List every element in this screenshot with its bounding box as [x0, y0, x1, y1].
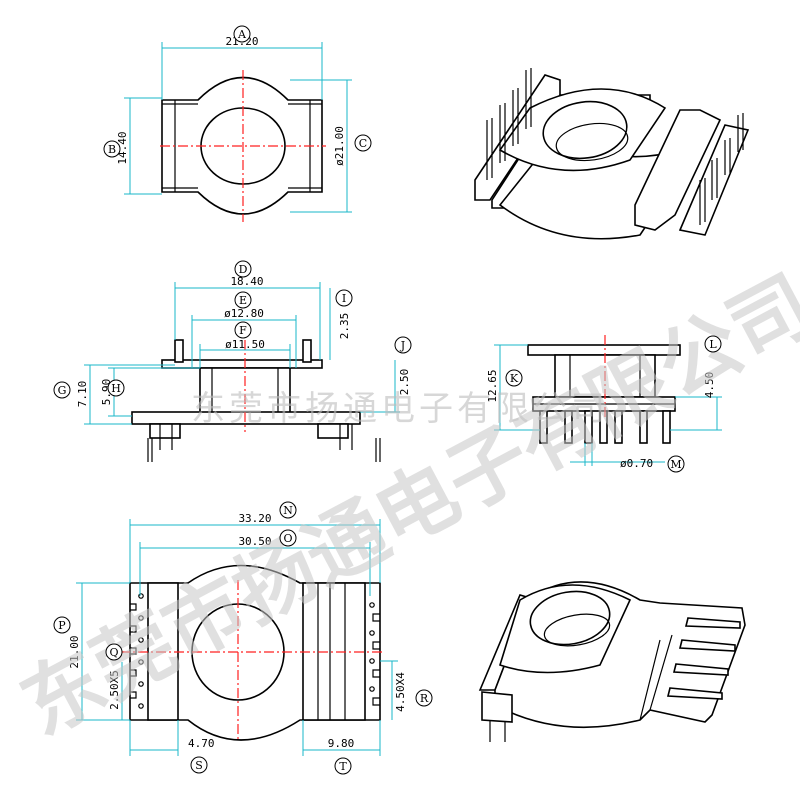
callout-i: I — [335, 289, 353, 307]
front-view: 18.40 ø12.80 ø11.50 2.35 2.50 7.10 5.90 — [76, 275, 411, 462]
svg-text:P: P — [58, 619, 66, 632]
dim-p-value: 21.00 — [68, 635, 81, 668]
dim-t-value: 9.80 — [328, 737, 355, 750]
callout-j: J — [394, 336, 412, 354]
isometric-bottom-pins — [666, 617, 741, 700]
svg-text:M: M — [670, 458, 681, 471]
callout-p: P — [53, 616, 71, 634]
svg-text:H: H — [111, 382, 121, 395]
svg-text:L: L — [709, 338, 717, 351]
dim-n-value: 33.20 — [238, 512, 271, 525]
callout-l: L — [704, 335, 722, 353]
bottom-view-right-slots — [369, 602, 380, 706]
side-view-pins — [539, 410, 671, 444]
callout-a: A — [233, 25, 251, 43]
isometric-view-bottom — [478, 581, 746, 742]
dim-i-value: 2.35 — [338, 313, 351, 340]
dim-f-value: ø11.50 — [225, 338, 265, 351]
svg-text:A: A — [237, 28, 247, 41]
dim-d-value: 18.40 — [230, 275, 263, 288]
callout-o: O — [279, 529, 297, 547]
callout-g: G — [53, 381, 71, 399]
dim-r-value: 4.50X4 — [394, 672, 407, 712]
callout-k: K — [505, 369, 523, 387]
bottom-view-left-slots — [130, 593, 144, 709]
svg-text:K: K — [510, 372, 519, 385]
callout-t: T — [334, 757, 352, 775]
svg-text:T: T — [339, 760, 347, 773]
dim-l-value: 4.50 — [703, 372, 716, 399]
isometric-view-top — [474, 68, 750, 240]
bottom-view: 33.20 30.50 21.00 2.50X5 4.50X4 4.70 9.8… — [68, 512, 407, 756]
dim-j-value: 2.50 — [398, 369, 411, 396]
watermark-small: 东莞市扬通电子有限公司 — [191, 389, 609, 429]
dim-s-value: 4.70 — [188, 737, 215, 750]
svg-text:J: J — [400, 339, 405, 352]
callout-s: S — [190, 756, 208, 774]
callout-e: E — [234, 291, 252, 309]
svg-text:Q: Q — [109, 646, 118, 659]
svg-text:O: O — [283, 532, 292, 545]
svg-text:F: F — [239, 324, 247, 337]
svg-text:I: I — [342, 292, 346, 305]
svg-text:N: N — [283, 504, 293, 517]
callout-n: N — [279, 501, 297, 519]
callout-c: C — [354, 134, 372, 152]
svg-text:E: E — [239, 294, 247, 307]
dim-c-value: ø21.00 — [333, 126, 346, 166]
callout-r: R — [415, 689, 433, 707]
callout-b: B — [103, 140, 121, 158]
svg-text:B: B — [108, 143, 116, 156]
svg-text:D: D — [239, 263, 248, 276]
top-view: 21.20 14.40 ø21.00 — [116, 35, 352, 222]
svg-text:R: R — [420, 692, 429, 705]
callout-f: F — [234, 321, 252, 339]
dim-g-value: 7.10 — [76, 381, 89, 408]
dim-b-value: 14.40 — [116, 131, 129, 164]
callout-d: D — [234, 260, 252, 278]
dim-m-value: ø0.70 — [620, 457, 653, 470]
callout-m: M — [667, 455, 685, 473]
svg-text:C: C — [359, 137, 367, 150]
svg-text:G: G — [58, 384, 67, 397]
dim-o-value: 30.50 — [238, 535, 271, 548]
dim-q-value: 2.50X5 — [108, 670, 121, 710]
callout-h: H — [107, 379, 125, 397]
callout-q: Q — [105, 643, 123, 661]
side-view: 12.65 4.50 ø0.70 — [486, 335, 722, 470]
dim-e-value: ø12.80 — [224, 307, 264, 320]
dim-k-value: 12.65 — [486, 369, 499, 402]
svg-text:S: S — [195, 759, 203, 772]
